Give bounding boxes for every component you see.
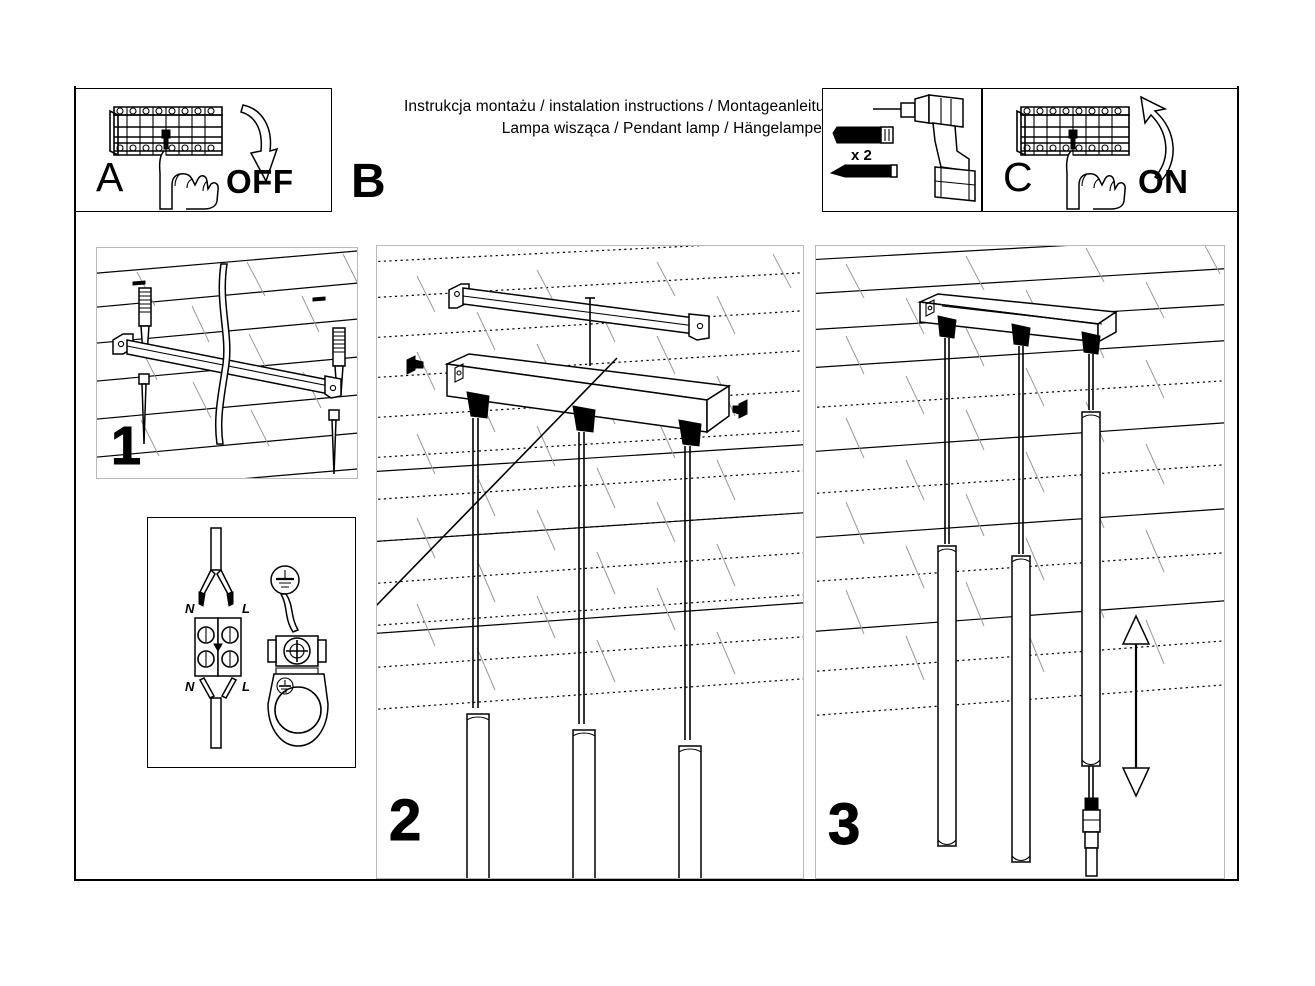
svg-text:N: N [185,601,195,616]
title-line-2: Lampa wisząca / Pendant lamp / Hängelamp… [501,120,822,138]
title-line-1: Instrukcja montażu / instalation instruc… [404,98,843,115]
sheet-title: Instrukcja montażu / instalation instruc… [404,96,843,141]
arrow-down-curved-icon [240,104,279,183]
tools-quantity-label: x 2 [851,147,872,164]
screw-lower-right [328,409,340,475]
frame-right-rule [1237,86,1239,881]
earth-wire [279,593,300,633]
fixing-screw-right [732,399,748,419]
panel-b-letter: B [351,155,386,208]
step-3-panel: 3 [815,245,1225,879]
terminal-block [194,617,242,677]
panel-a-power-off: A OFF [76,88,332,212]
panel-c-illustration [1016,95,1174,210]
arrow-up-curved-icon [1140,95,1174,182]
panel-c-letter: C [1003,154,1033,200]
panel-a-illustration [109,104,279,210]
tools-illustration [829,94,976,202]
step-1-panel: 1 [96,247,358,479]
fixing-screw-left [406,355,424,375]
pendant-2 [1011,323,1031,863]
panel-a-action-label: OFF [226,163,294,200]
hand-icon [158,150,219,210]
power-drill-icon [873,94,976,202]
pendant-1 [466,391,490,878]
earth-socket-body [267,673,329,747]
frame-bottom-rule [74,879,1239,881]
pendant-3 [678,419,702,878]
height-adjust-arrow-icon [1121,614,1151,798]
svg-text:N: N [185,679,195,694]
pendant-1 [937,315,957,847]
lamp-cable-bottom [198,677,238,749]
pendant-2 [572,405,596,878]
panel-a-letter: A [96,154,124,200]
panel-c-power-on: C ON [982,88,1237,212]
circuit-breaker-icon [1016,106,1130,157]
step-3-illustration: 3 [816,246,1224,877]
screw-lower-left [138,373,150,445]
panel-c-action-label: ON [1138,163,1189,200]
earth-mark-icon [276,677,294,695]
wiring-detail-illustration: N L N L [185,527,329,749]
wall-plug-icon [832,126,894,144]
supply-cable-top [198,527,234,607]
earth-symbol-icon [270,565,300,595]
circuit-breaker-icon [109,106,223,157]
hand-icon [1065,150,1126,210]
step-2-panel: 2 [376,245,804,879]
pendant-3 [1081,331,1101,767]
svg-text:L: L [242,601,250,616]
svg-text:1: 1 [111,416,141,476]
step-1-illustration: 1 [97,250,357,478]
frame-left-rule [74,86,76,881]
earth-terminal [267,635,327,675]
mains-cable [214,263,231,445]
svg-text:2: 2 [389,788,421,853]
mounting-bar [448,283,710,366]
cable-adjuster [1082,766,1101,877]
step-2-illustration: 2 [377,246,803,878]
wiring-leader-line [377,357,618,607]
svg-text:L: L [242,679,250,694]
screw-icon [829,164,898,178]
wiring-detail-panel: N L N L [147,517,356,768]
panel-tools: x 2 [822,88,982,212]
svg-text:3: 3 [828,792,860,857]
